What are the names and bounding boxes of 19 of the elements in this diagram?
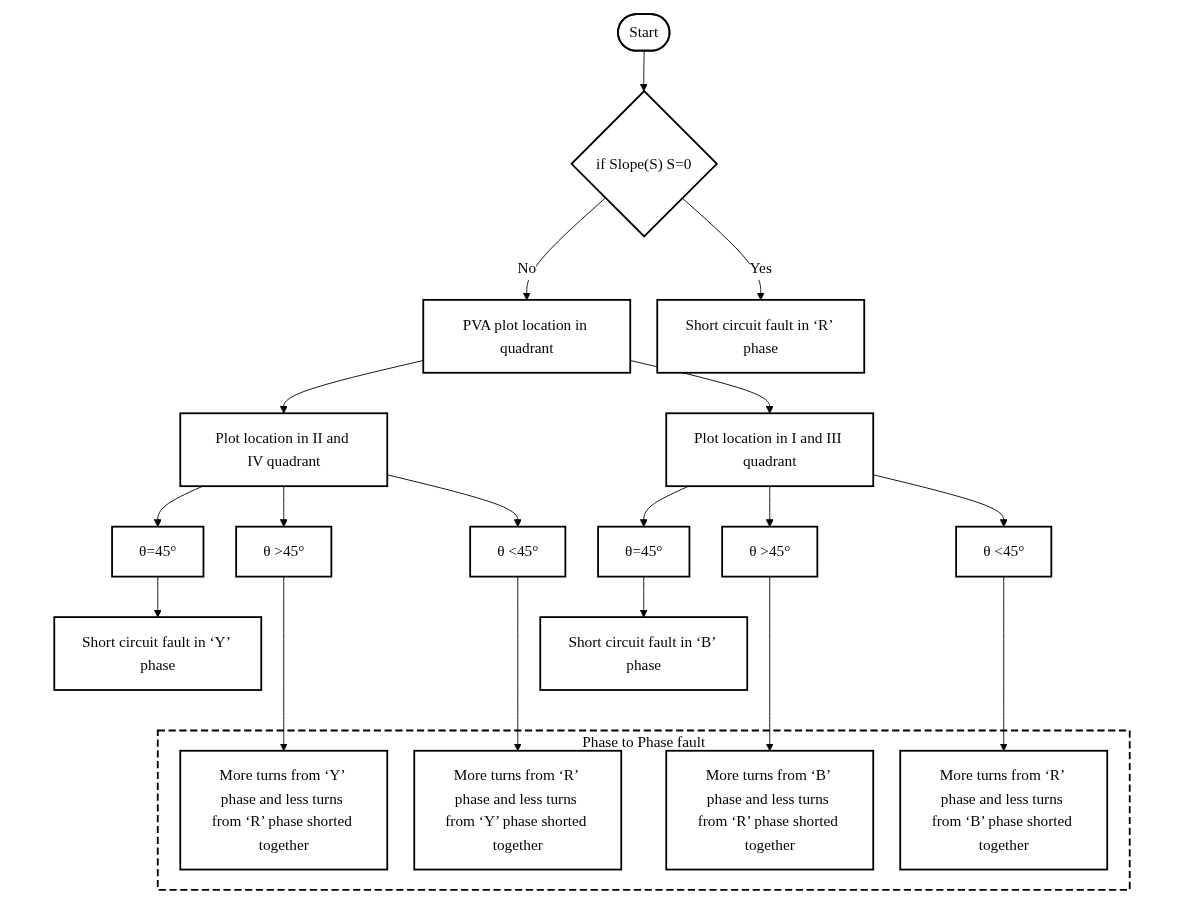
- node-box: Plot location in II and IV quadrant: [179, 412, 389, 488]
- node-box: Short circuit fault in ‘R’ phase: [656, 299, 866, 374]
- node-box: Plot location in I and III quadrant: [665, 412, 875, 488]
- edge-label: No: [517, 259, 537, 277]
- node-box: More turns from ‘R’ phase and less turns from ‘B’ phase shorted together: [899, 749, 1109, 871]
- node-box: Short circuit fault in ‘Y’ phase: [53, 616, 263, 691]
- node-box: More turns from ‘R’ phase and less turns from ‘Y’ phase shorted together: [413, 749, 623, 871]
- node-box: PVA plot location in quadrant: [422, 299, 632, 374]
- node-diamond: if Slope(S) S=0: [570, 89, 719, 238]
- node-box: θ >45°: [721, 525, 819, 578]
- node-box: More turns from ‘B’ phase and less turns from ‘R’ phase shorted together: [665, 749, 875, 871]
- node-box: More turns from ‘Y’ phase and less turns from ‘R’ phase shorted together: [179, 749, 389, 871]
- edge-label: Yes: [749, 259, 772, 277]
- node-box: Short circuit fault in ‘B’ phase: [539, 616, 749, 691]
- node-box: θ=45°: [111, 525, 205, 578]
- node-box: θ >45°: [235, 525, 333, 578]
- node-box: θ <45°: [955, 525, 1053, 578]
- node-box: θ=45°: [597, 525, 691, 578]
- node-box: θ <45°: [469, 525, 567, 578]
